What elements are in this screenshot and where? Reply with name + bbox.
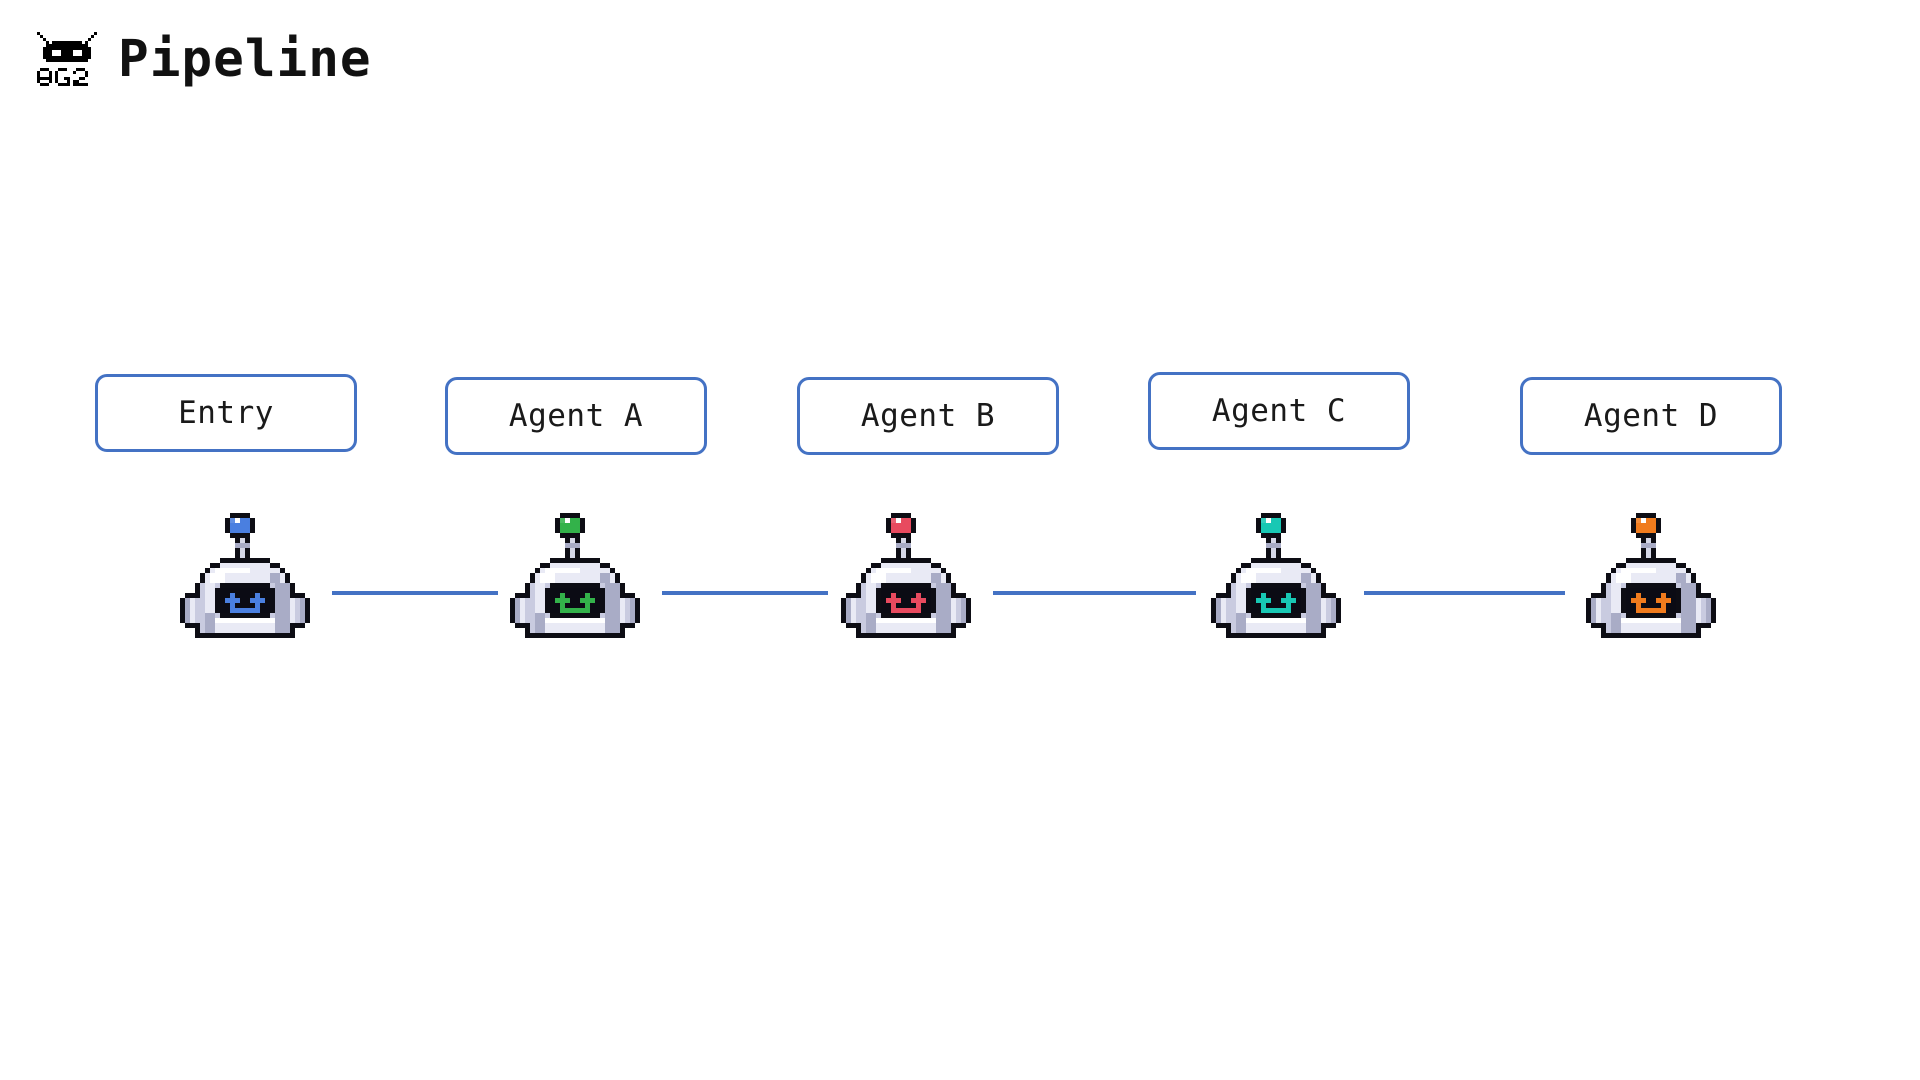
robot-avatar-red-icon[interactable] xyxy=(826,508,986,668)
node-label-agent_a: Agent A xyxy=(508,398,644,434)
robot-avatar-green-icon[interactable] xyxy=(495,508,655,668)
node-box-agent_b[interactable]: Agent B xyxy=(797,377,1059,455)
node-box-entry[interactable]: Entry xyxy=(95,374,357,452)
edge-agent_a-to-agent_b xyxy=(662,591,828,595)
node-box-agent_d[interactable]: Agent D xyxy=(1520,377,1782,455)
page-title: Pipeline xyxy=(118,29,372,89)
node-box-agent_a[interactable]: Agent A xyxy=(445,377,707,455)
robot-avatar-orange-icon[interactable] xyxy=(1571,508,1731,668)
node-label-entry: Entry xyxy=(178,395,274,431)
ag2-robot-logo-icon xyxy=(34,26,100,92)
robot-avatar-blue-icon[interactable] xyxy=(165,508,325,668)
node-box-agent_c[interactable]: Agent C xyxy=(1148,372,1410,450)
node-label-agent_d: Agent D xyxy=(1583,398,1719,434)
header: Pipeline xyxy=(34,26,372,92)
node-label-agent_b: Agent B xyxy=(860,398,996,434)
node-label-agent_c: Agent C xyxy=(1211,393,1347,429)
edge-agent_b-to-agent_c xyxy=(993,591,1196,595)
robot-avatar-teal-icon[interactable] xyxy=(1196,508,1356,668)
edge-agent_c-to-agent_d xyxy=(1364,591,1565,595)
edge-entry-to-agent_a xyxy=(332,591,498,595)
